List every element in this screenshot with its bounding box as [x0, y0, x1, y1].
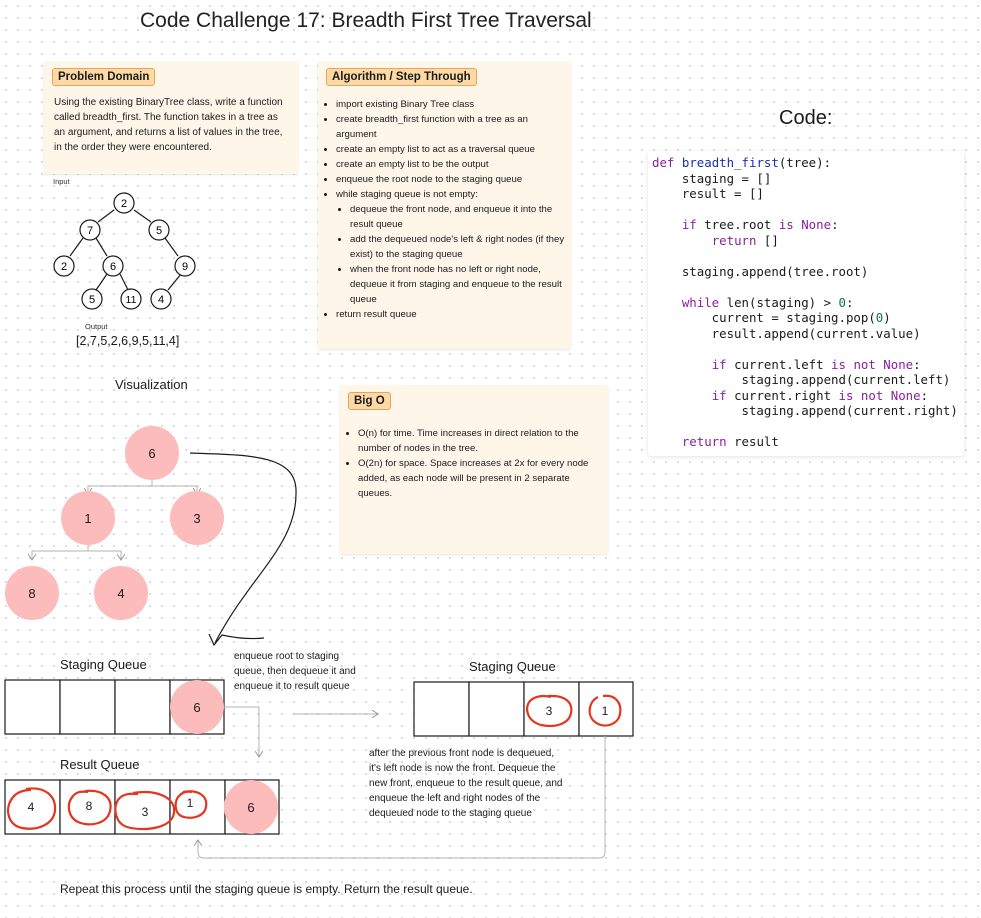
result-queue-value: 8 — [86, 799, 93, 813]
input-tree-node-label: 11 — [126, 294, 137, 306]
problem-domain-text: Using the existing BinaryTree class, wri… — [54, 97, 283, 153]
algorithm-step-text: while staging queue is not empty: — [336, 189, 478, 200]
dequeue-arrow — [224, 706, 259, 757]
algorithm-sub-step: when the front node has no left or right… — [350, 262, 570, 307]
algorithm-step: enqueue the root node to the staging que… — [336, 172, 570, 187]
red-marker-circle — [7, 787, 57, 830]
staging-queue-label: Staging Queue — [60, 657, 147, 672]
big-o-tag: Big O — [348, 392, 391, 410]
visualization-node: 8 — [5, 566, 59, 620]
visualization-node-label: 8 — [28, 586, 35, 601]
previous-front-note: after the previous front node is dequeue… — [369, 748, 563, 819]
result-queue-value: 4 — [28, 800, 35, 814]
input-tree-node-label: 7 — [87, 225, 93, 237]
input-tree-node-label: 9 — [182, 261, 188, 273]
algorithm-step: create an empty list to be the output — [336, 157, 570, 172]
algorithm-sub-step: dequeue the front node, and enqueue it i… — [350, 202, 570, 232]
footer-text: Repeat this process until the staging qu… — [60, 882, 473, 896]
input-tree-node-label: 2 — [121, 198, 127, 210]
result-queue-value: 1 — [187, 796, 194, 810]
algorithm-tag: Algorithm / Step Through — [326, 68, 477, 86]
visualization-node: 4 — [94, 566, 148, 620]
visualization-heading: Visualization — [115, 377, 188, 392]
algorithm-step: create an empty list to act as a travers… — [336, 142, 570, 157]
result-queue-new-node: 6 — [224, 780, 278, 834]
visualization-node: 6 — [125, 426, 179, 480]
input-tree-node: 7 — [79, 219, 101, 241]
visualization-node: 1 — [61, 491, 115, 545]
algorithm-steps: import existing Binary Tree class create… — [322, 97, 570, 322]
staging-queue-label-2: Staging Queue — [469, 659, 556, 674]
visualization-node-label: 6 — [148, 446, 155, 461]
staging-queue-front-node: 6 — [170, 680, 224, 734]
input-tree-edges — [69, 209, 182, 291]
algorithm-step: return result queue — [336, 307, 570, 322]
big-o-items: O(n) for time. Time increases in direct … — [344, 426, 604, 501]
input-tree-node: 11 — [120, 288, 142, 310]
algorithm-sub-step: add the dequeued node's left & right nod… — [350, 232, 570, 262]
input-label: Input — [53, 177, 70, 186]
big-o-item: O(n) for time. Time increases in direct … — [358, 426, 604, 456]
code-text: def breadth_first(tree): staging = [] re… — [652, 155, 958, 449]
red-marker-circle — [174, 790, 208, 819]
input-tree-node: 9 — [174, 255, 196, 277]
result-queue-value: 3 — [142, 805, 149, 819]
input-tree-node: 5 — [81, 288, 103, 310]
red-marker-circle — [114, 790, 176, 831]
input-tree-node: 4 — [150, 288, 172, 310]
big-o-note: Big O O(n) for time. Time increases in d… — [340, 385, 608, 554]
visualization-node-label: 3 — [193, 511, 200, 526]
result-queue-label: Result Queue — [60, 757, 140, 772]
return-arrow — [198, 736, 606, 859]
visualization-node-label: 4 — [117, 586, 124, 601]
algorithm-step: create breadth_first function with a tre… — [336, 112, 570, 142]
problem-domain-note: Problem Domain Using the existing Binary… — [44, 61, 298, 174]
staging-queue-2-cells — [413, 681, 634, 737]
staging-queue-front-label: 6 — [193, 700, 200, 715]
output-value: [2,7,5,2,6,9,5,11,4] — [76, 334, 180, 348]
visualization-node-label: 1 — [84, 511, 91, 526]
input-tree-node-label: 4 — [158, 294, 164, 306]
red-marker-circle — [67, 789, 112, 826]
input-tree-node-label: 2 — [61, 261, 67, 273]
staging-queue-2-value: 1 — [602, 704, 609, 718]
visualization-node: 3 — [170, 491, 224, 545]
input-tree-node: 2 — [53, 255, 75, 277]
code-block: def breadth_first(tree): staging = [] re… — [648, 151, 964, 456]
input-tree-node-label: 6 — [110, 261, 116, 273]
output-label: Output — [85, 322, 108, 331]
algorithm-step: import existing Binary Tree class — [336, 97, 570, 112]
red-marker-circle — [526, 694, 573, 728]
red-marker-circle — [588, 694, 622, 727]
code-heading: Code: — [779, 107, 833, 129]
staging-queue-2-value: 3 — [546, 704, 553, 718]
input-tree-node: 2 — [113, 192, 135, 214]
big-o-item: O(2n) for space. Space increases at 2x f… — [358, 456, 604, 501]
input-tree-node: 6 — [102, 255, 124, 277]
algorithm-step: while staging queue is not empty: dequeu… — [336, 187, 570, 307]
enqueue-root-note: enqueue root to staging queue, then dequ… — [234, 651, 356, 692]
result-queue-value: 6 — [247, 800, 254, 815]
input-tree-node-label: 5 — [156, 225, 162, 237]
problem-domain-tag: Problem Domain — [52, 68, 156, 86]
hand-drawn-arrow — [189, 452, 297, 644]
hand-drawn-arrowhead — [208, 633, 265, 647]
page-title: Code Challenge 17: Breadth First Tree Tr… — [140, 9, 592, 32]
input-tree-node-label: 5 — [89, 294, 95, 306]
input-tree-node: 5 — [148, 219, 170, 241]
algorithm-note: Algorithm / Step Through import existing… — [318, 61, 571, 349]
algorithm-sub-steps: dequeue the front node, and enqueue it i… — [336, 202, 570, 307]
